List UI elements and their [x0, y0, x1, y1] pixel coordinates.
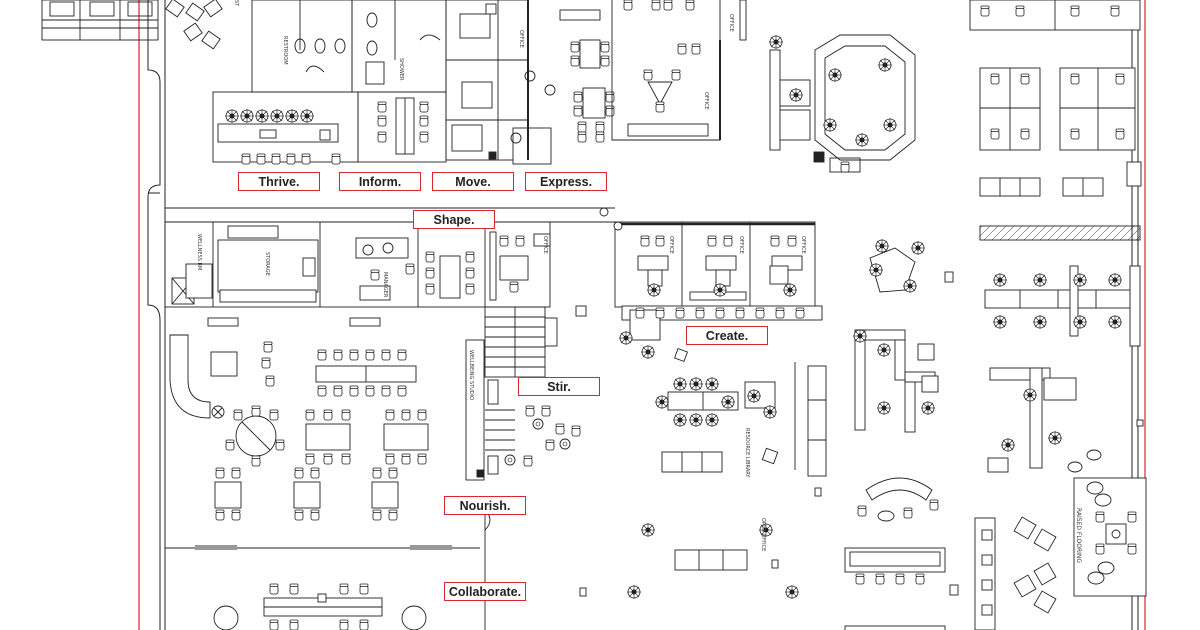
svg-text:OFFICE: OFFICE	[728, 14, 734, 32]
zone-label-inform[interactable]: Inform.	[339, 172, 421, 191]
octagon-workstations	[769, 34, 916, 173]
svg-text:OPEN OFFICE: OPEN OFFICE	[760, 518, 766, 551]
columns-and-fixtures	[575, 207, 1144, 597]
room-number-tags: ST OFFICE OFFICE OFFICE WELLNESS RM STOR…	[196, 0, 806, 551]
raised-flooring-label: RAISED FLOORING	[1075, 508, 1082, 564]
svg-text:OFFICE: OFFICE	[542, 236, 548, 254]
zone-label-create[interactable]: Create.	[686, 326, 768, 345]
svg-text:SHOWER: SHOWER	[398, 58, 404, 81]
svg-text:STORAGE: STORAGE	[264, 252, 270, 276]
svg-text:WELLNESS RM: WELLNESS RM	[196, 234, 202, 270]
svg-text:OFFICE: OFFICE	[668, 236, 674, 254]
lobby-chairs	[165, 0, 223, 50]
right-bench-workstations	[969, 0, 1142, 241]
cafe-area	[165, 317, 480, 630]
reception-desk	[41, 0, 159, 41]
zone-label-collaborate[interactable]: Collaborate.	[444, 582, 526, 601]
svg-text:RESOURCE LIBRARY: RESOURCE LIBRARY	[744, 428, 750, 478]
zone-label-shape[interactable]: Shape.	[413, 210, 495, 229]
pinwheel-workstations	[854, 247, 954, 433]
zone-label-thrive[interactable]: Thrive.	[238, 172, 320, 191]
svg-text:ST: ST	[233, 0, 239, 7]
svg-text:OFFICE: OFFICE	[703, 92, 709, 110]
north-offices	[445, 0, 556, 165]
svg-text:WELLBEING STUDIO: WELLBEING STUDIO	[468, 350, 474, 400]
conference-rooms	[212, 91, 447, 163]
restrooms	[251, 0, 447, 93]
lounge-center	[844, 477, 959, 630]
svg-text:OFFICE: OFFICE	[518, 30, 524, 48]
svg-text:MANAGER: MANAGER	[382, 272, 388, 298]
zone-label-express[interactable]: Express.	[525, 172, 607, 191]
svg-text:RESTROOM: RESTROOM	[282, 36, 288, 65]
svg-text:OFFICE: OFFICE	[800, 236, 806, 254]
svg-text:OFFICE: OFFICE	[738, 236, 744, 254]
lounge-right	[974, 516, 1057, 630]
zone-label-nourish[interactable]: Nourish.	[444, 496, 526, 515]
shape-rooms	[164, 221, 551, 308]
zone-label-stir[interactable]: Stir.	[518, 377, 600, 396]
center-workstations	[661, 348, 827, 571]
zone-label-move[interactable]: Move.	[432, 172, 514, 191]
stair-core	[465, 306, 558, 630]
executive-office	[611, 0, 747, 141]
stir-seating	[504, 405, 581, 467]
express-room	[559, 9, 615, 143]
raised-flooring-room	[1067, 449, 1147, 597]
